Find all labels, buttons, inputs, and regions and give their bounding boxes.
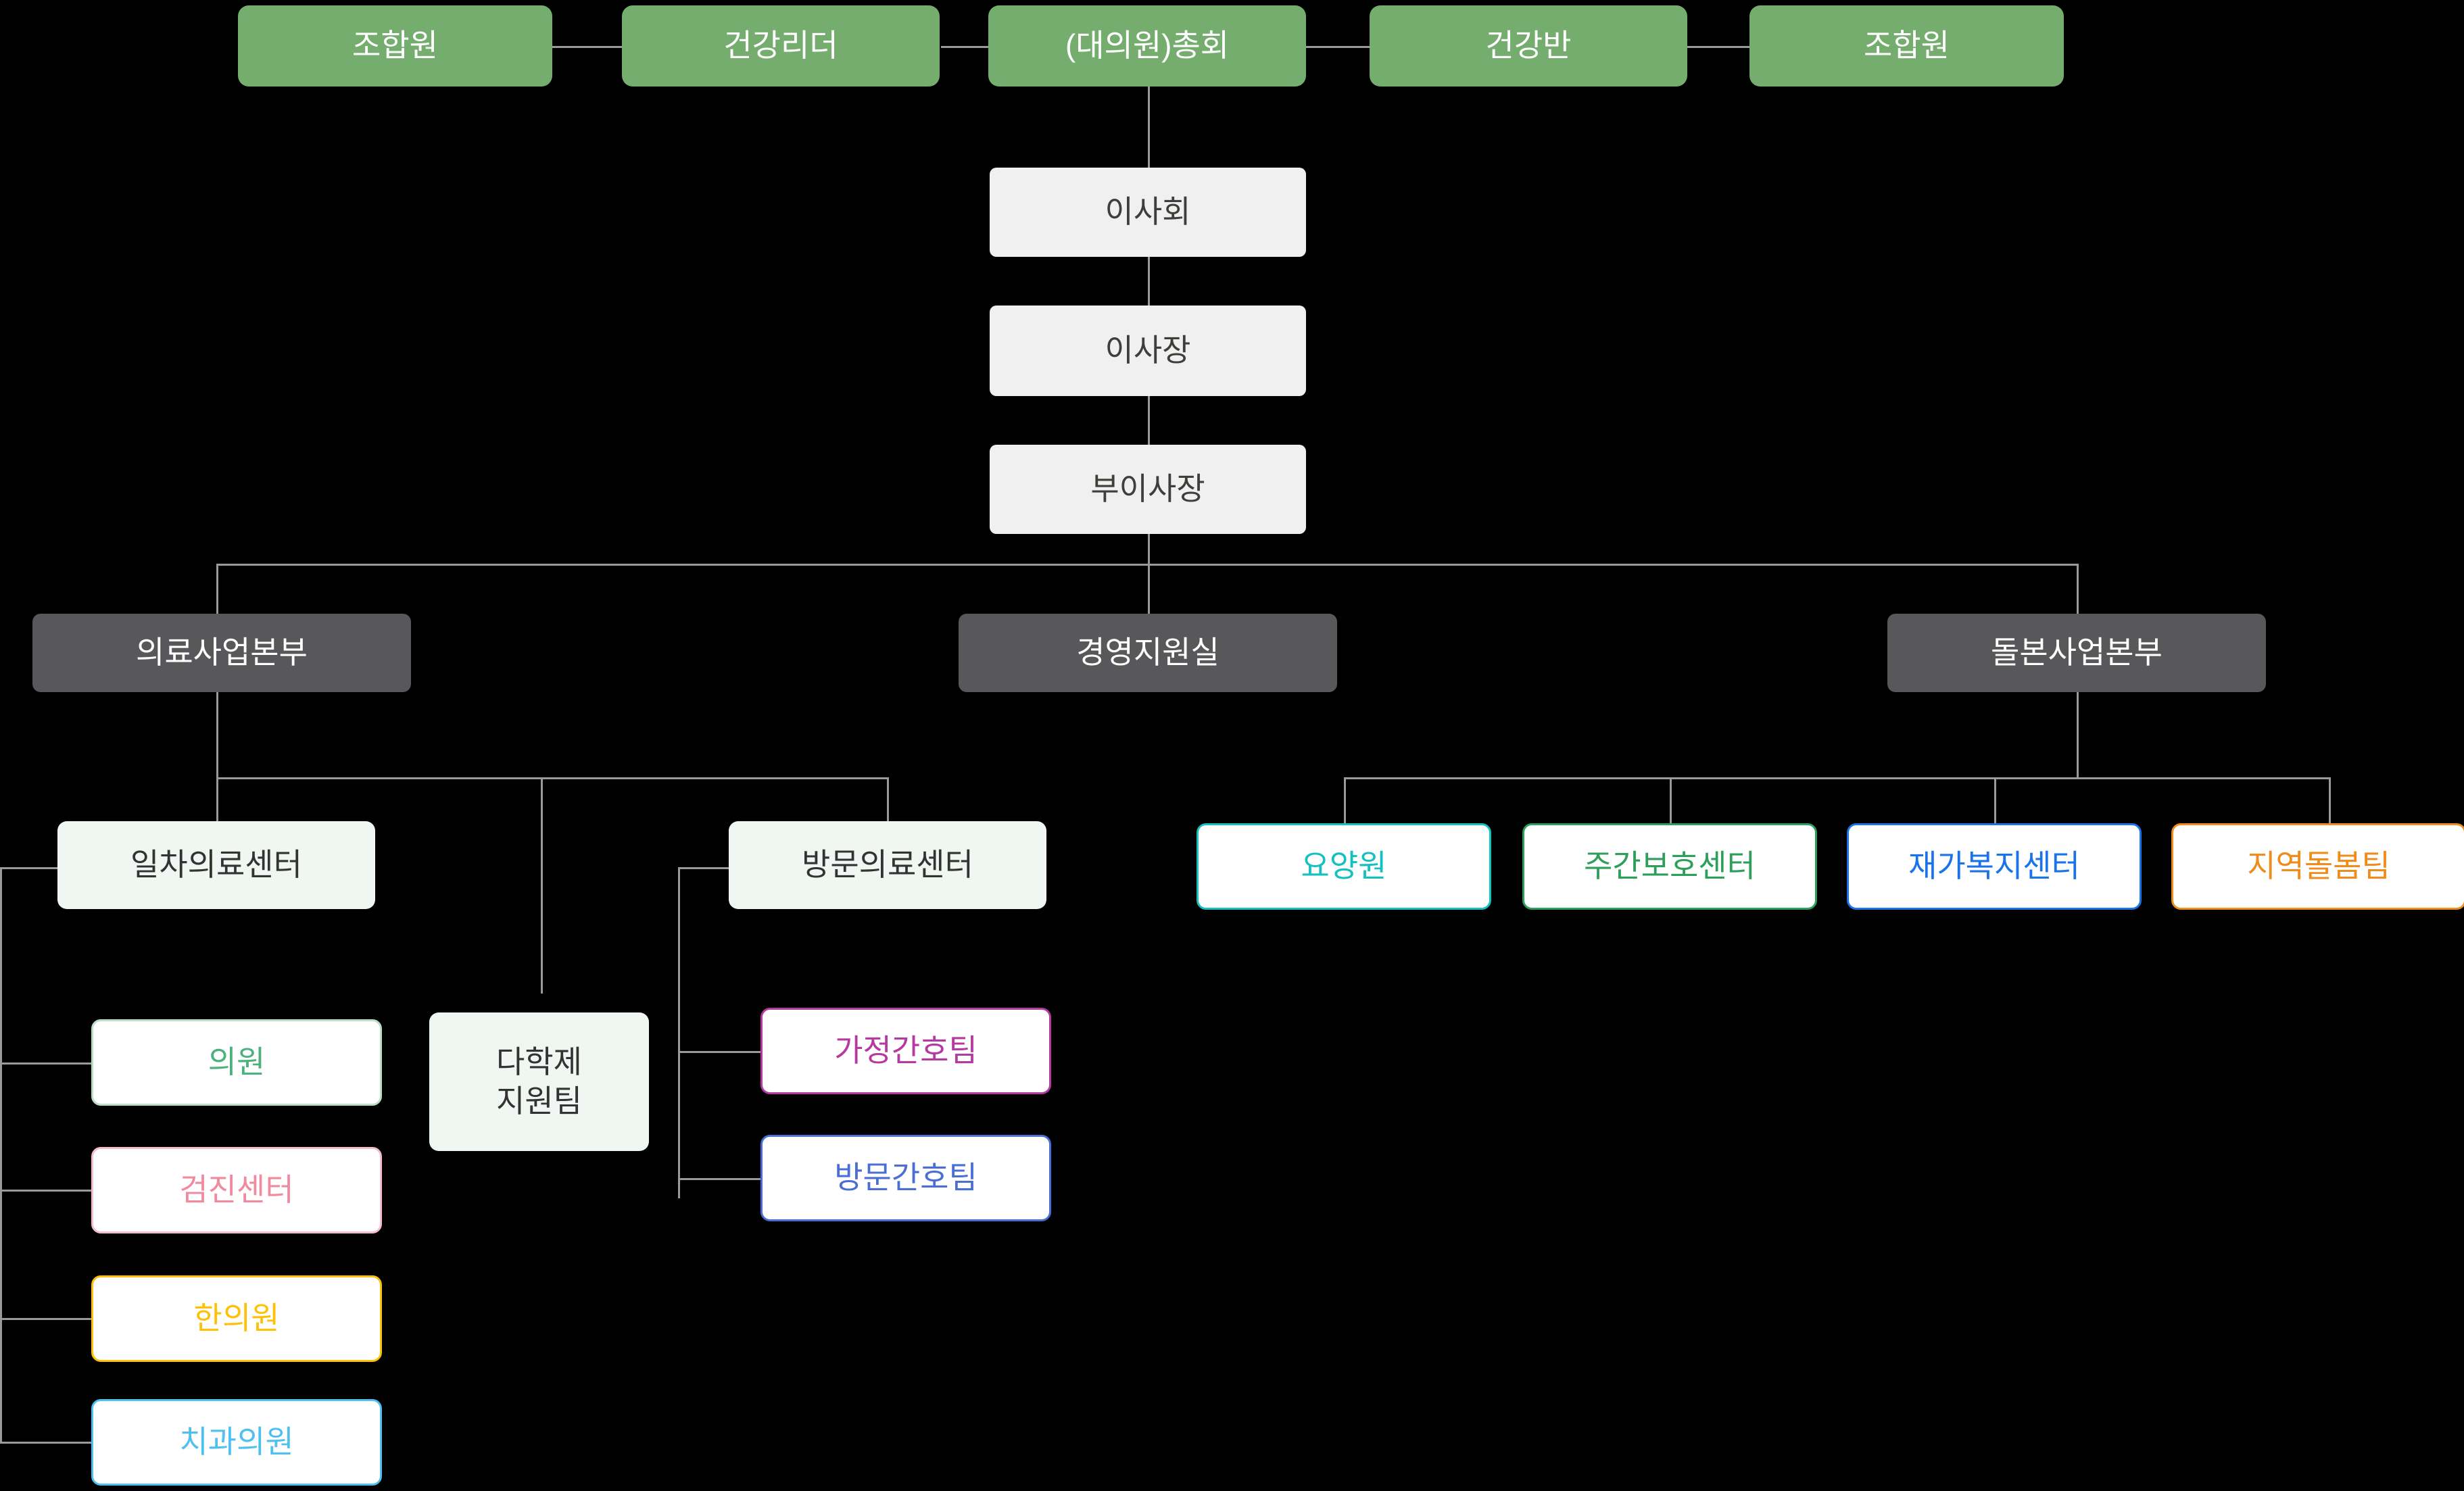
connector-homevisit-spine (678, 867, 680, 1198)
node-label: 돌본사업본부 (1991, 635, 2163, 670)
node-label: 경영지원실 (1076, 635, 1219, 670)
node-korean-medicine-clinic[interactable]: 한의원 (91, 1275, 382, 1362)
node-admin-office[interactable]: 경영지원실 (959, 614, 1337, 692)
connector-medical-bus (216, 777, 889, 779)
node-dental-clinic[interactable]: 치과의원 (91, 1399, 382, 1486)
connector-medbus-to-multi (541, 777, 543, 994)
node-chairperson[interactable]: 이사장 (990, 305, 1306, 396)
connector-carebus-child-2 (1670, 777, 1672, 823)
connector-primary-child-3 (0, 1318, 91, 1320)
node-label: 방문간호팀 (834, 1160, 977, 1196)
node-label: 부이사장 (1090, 471, 1205, 507)
node-home-visit-medical-center[interactable]: 방문의료센터 (729, 821, 1046, 909)
connector-homevisit-to-center (678, 867, 729, 869)
connector-bus-to-medical (216, 564, 218, 615)
connector-assembly-1 (549, 46, 623, 48)
node-label: 주간보호센터 (1584, 848, 1756, 884)
connector-assembly-3 (1305, 46, 1372, 48)
connector-bus-to-admin (1148, 564, 1150, 615)
node-label: 지역돌봄팀 (2247, 848, 2390, 884)
node-label: (대의원)총회 (1065, 28, 1230, 64)
node-multidisciplinary-support-team[interactable]: 다학제 지원팀 (429, 1012, 649, 1151)
node-board-of-directors[interactable]: 이사회 (990, 168, 1306, 257)
connector-bus-to-care (2077, 564, 2079, 615)
node-label: 치과의원 (179, 1424, 294, 1460)
node-label: 건강반 (1485, 28, 1572, 64)
node-home-welfare-center[interactable]: 재가복지센터 (1847, 823, 2142, 910)
connector-assembly-2 (941, 46, 988, 48)
connector-carebus-child-1 (1344, 777, 1346, 823)
node-label: 의원 (208, 1044, 266, 1080)
connector-division-bus (216, 564, 2079, 566)
node-label: 다학제 지원팀 (496, 1044, 582, 1119)
node-label: 요양원 (1301, 848, 1387, 884)
node-nursing-home[interactable]: 요양원 (1197, 823, 1491, 910)
node-general-assembly[interactable]: (대의원)총회 (988, 5, 1306, 87)
node-health-leader[interactable]: 건강리더 (622, 5, 940, 87)
node-home-nursing-team[interactable]: 가정간호팀 (760, 1008, 1051, 1094)
node-health-group[interactable]: 건강반 (1370, 5, 1687, 87)
connector-board-to-chair (1148, 257, 1150, 305)
connector-assembly-to-board (1148, 46, 1150, 168)
connector-primary-child-1 (0, 1062, 91, 1065)
node-label: 한의원 (193, 1300, 280, 1336)
connector-primary-child-2 (0, 1190, 91, 1192)
node-label: 조합원 (352, 28, 438, 64)
connector-primary-child-4 (0, 1442, 91, 1444)
node-label: 이사회 (1105, 194, 1191, 230)
node-label: 재가복지센터 (1908, 848, 2080, 884)
connector-chair-to-vicechair (1148, 396, 1150, 445)
connector-care-bus (1344, 777, 2331, 779)
node-label: 가정간호팀 (834, 1033, 977, 1069)
connector-primary-to-center (0, 867, 57, 869)
connector-homevisit-child-2 (678, 1178, 760, 1180)
node-label: 일차의료센터 (130, 847, 302, 883)
connector-carebus-child-4 (2329, 777, 2331, 823)
node-care-division[interactable]: 돌본사업본부 (1887, 614, 2266, 692)
node-member-right[interactable]: 조합원 (1749, 5, 2064, 87)
node-community-care-team[interactable]: 지역돌봄팀 (2171, 823, 2464, 910)
connector-carebus-child-3 (1994, 777, 1996, 823)
connector-medical-drop (216, 691, 218, 779)
connector-medbus-to-primary (216, 777, 218, 821)
connector-care-drop (2077, 691, 2079, 779)
node-medical-division[interactable]: 의료사업본부 (32, 614, 411, 692)
node-label: 의료사업본부 (136, 635, 308, 670)
node-clinic[interactable]: 의원 (91, 1019, 382, 1106)
node-visiting-nursing-team[interactable]: 방문간호팀 (760, 1135, 1051, 1221)
connector-assembly-4 (1683, 46, 1751, 48)
connector-homevisit-child-1 (678, 1051, 760, 1053)
node-label: 이사장 (1105, 333, 1191, 368)
node-label: 검진센터 (179, 1172, 294, 1208)
connector-primary-spine (0, 867, 2, 1442)
node-label: 방문의료센터 (802, 847, 973, 883)
connector-medbus-to-homevisit (887, 777, 889, 821)
node-primary-care-center[interactable]: 일차의료센터 (57, 821, 375, 909)
node-member-left[interactable]: 조합원 (238, 5, 552, 87)
node-day-care-center[interactable]: 주간보호센터 (1522, 823, 1817, 910)
node-label: 조합원 (1864, 28, 1950, 64)
node-health-screening-center[interactable]: 검진센터 (91, 1147, 382, 1233)
node-label: 건강리더 (723, 28, 838, 64)
node-vice-chairperson[interactable]: 부이사장 (990, 445, 1306, 534)
